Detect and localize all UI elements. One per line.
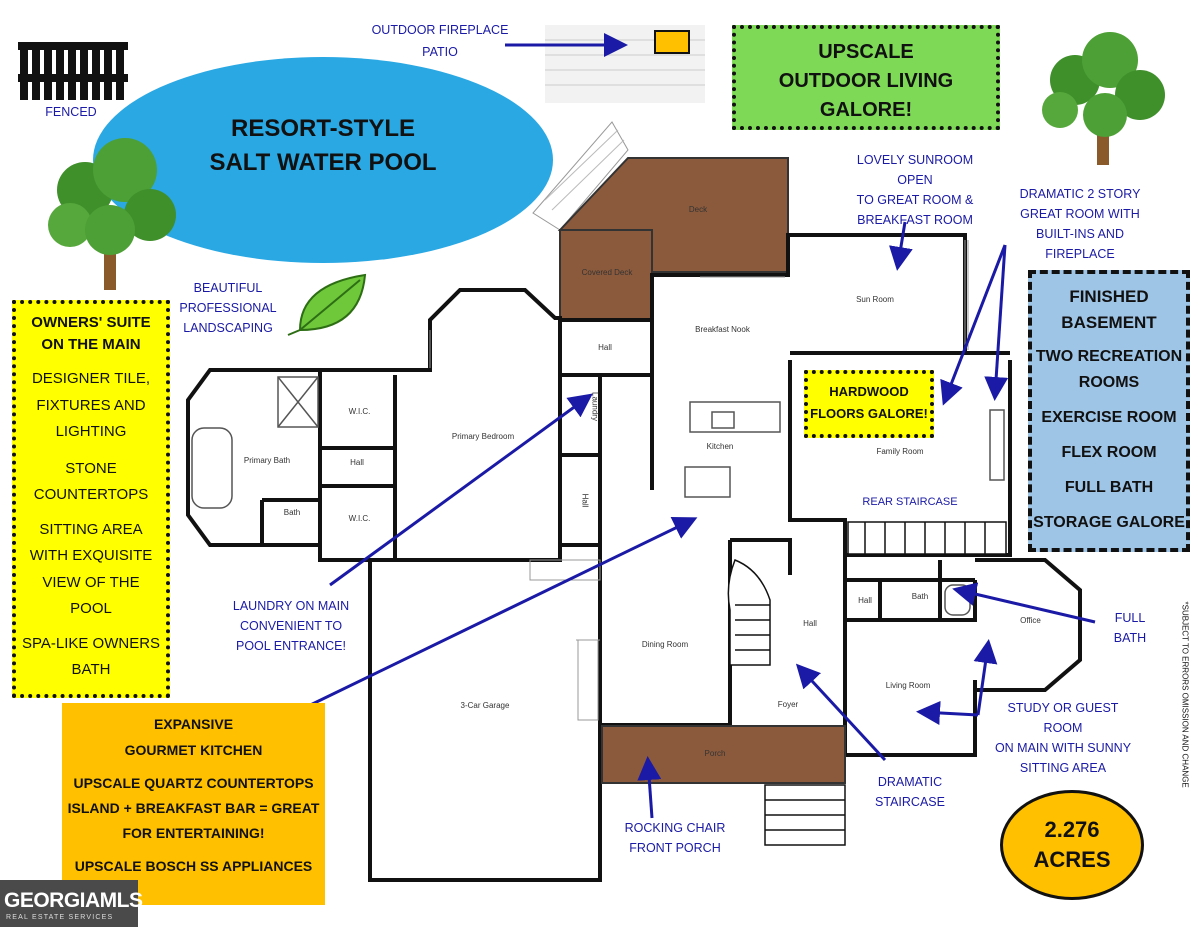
pool-title: RESORT-STYLE SALT WATER POOL	[209, 115, 437, 176]
patio-icon	[545, 25, 705, 103]
fence-icon	[18, 42, 128, 100]
room-hall-center: Hall	[803, 619, 817, 628]
room-family-room: Family Room	[876, 447, 924, 456]
rear-staircase-label: REAR STAIRCASE	[862, 496, 958, 508]
tree-icon	[48, 138, 176, 290]
hardwood-box: HARDWOOD FLOORS GALORE!	[804, 370, 934, 438]
room-primary-bath: Primary Bath	[243, 456, 291, 465]
outdoor-fireplace-label: OUTDOOR FIREPLACE	[371, 23, 509, 37]
room-kitchen: Kitchen	[706, 442, 734, 451]
room-wic-lower: W.I.C.	[348, 514, 371, 523]
room-foyer: Foyer	[777, 700, 799, 709]
deck-area	[532, 121, 789, 321]
staircase-icon	[727, 521, 1007, 846]
room-covered-deck: Covered Deck	[581, 268, 633, 277]
pool-icon	[93, 57, 553, 263]
room-dining-room: Dining Room	[641, 640, 689, 649]
room-porch: Porch	[704, 749, 726, 758]
room-hall-east: Hall	[858, 596, 872, 605]
patio-label: PATIO	[422, 45, 458, 59]
callout-arrows	[299, 33, 1096, 819]
leaf-icon	[287, 273, 367, 336]
room-wic-upper: W.I.C.	[348, 407, 371, 416]
disclaimer: *SUBJECT TO ERRORS OMISSION AND CHANGE	[1180, 601, 1190, 788]
room-office: Office	[1020, 616, 1041, 625]
room-living-room: Living Room	[885, 681, 931, 690]
room-bath-east: Bath	[911, 592, 929, 601]
room-hall-suite: Hall	[350, 458, 364, 467]
georgia-mls-logo: GEORGIAMLS REAL ESTATE SERVICES	[0, 880, 143, 927]
room-hall: Hall	[598, 343, 612, 352]
room-hall-side: Hall	[580, 493, 590, 508]
basement-box: FINISHED BASEMENT TWO RECREATION ROOMS E…	[1028, 270, 1190, 552]
room-deck: Deck	[688, 205, 708, 214]
fenced-label: FENCED	[45, 105, 97, 119]
acres-badge: 2.276 ACRES	[1000, 790, 1144, 900]
owners-suite-box: OWNERS' SUITE ON THE MAIN DESIGNER TILE,…	[12, 300, 170, 698]
tree-icon	[1042, 32, 1165, 165]
room-garage: 3-Car Garage	[460, 701, 510, 710]
room-breakfast-nook: Breakfast Nook	[695, 325, 750, 334]
room-sun-room: Sun Room	[856, 295, 894, 304]
outdoor-living-box: UPSCALE OUTDOOR LIVING GALORE!	[732, 25, 1000, 130]
room-primary-bedroom: Primary Bedroom	[451, 432, 515, 441]
floor-plan-walls	[186, 233, 1082, 882]
room-laundry: Laundry	[590, 392, 600, 421]
kitchen-box: EXPANSIVE GOURMET KITCHEN UPSCALE QUARTZ…	[62, 703, 325, 905]
room-bath-suite: Bath	[283, 508, 301, 517]
